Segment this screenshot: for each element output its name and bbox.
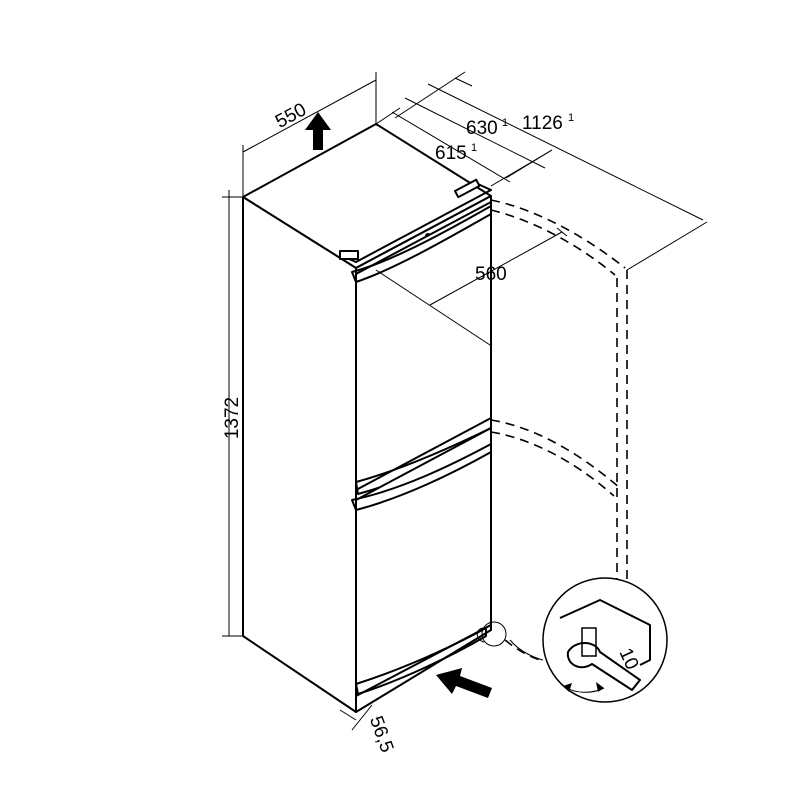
- hinge-left: [339, 250, 359, 260]
- door-swing-mid-arc-inner: [490, 431, 615, 497]
- dim-1126-label: 1126: [522, 113, 563, 134]
- dim-615-line: [391, 111, 511, 183]
- dim-offset-565: [339, 704, 373, 731]
- door-swing-bottom-arc: [504, 639, 541, 661]
- dim-1126-note: 1: [568, 112, 574, 124]
- detail-screw: [581, 627, 597, 657]
- foot-circle: [476, 627, 485, 643]
- push-arrow-icon: [436, 668, 492, 698]
- dim-depth-group: [375, 71, 708, 271]
- detail-foot-body: [559, 599, 651, 666]
- dim-630-line: [404, 97, 546, 169]
- dim-height-1372: [222, 190, 243, 637]
- hinge-right: [453, 178, 481, 199]
- fridge-side-face: [242, 196, 357, 713]
- upper-door-panel: [355, 201, 492, 491]
- door-swing-top-arc-inner: [490, 209, 616, 276]
- up-arrow-icon: [305, 112, 331, 150]
- lower-door-panel: [355, 427, 492, 697]
- dim-560-label: 560: [475, 264, 507, 285]
- door-swing-top-arc: [490, 199, 626, 269]
- dim-1126-line: [427, 83, 704, 221]
- dim-615-note: 1: [471, 142, 477, 154]
- door-swing-dashed: [490, 199, 628, 661]
- dim-630-label: 630: [466, 118, 498, 139]
- foot-detail: [509, 577, 668, 703]
- dim-615-label: 615: [435, 143, 467, 164]
- wrench-icon: [566, 642, 641, 691]
- upper-door-top-handle: [351, 205, 492, 283]
- door-swing-mid-arc: [490, 419, 621, 489]
- dim-door-560: [375, 227, 568, 346]
- dim-1372-label: 1372: [222, 397, 243, 439]
- detail-circle: [542, 577, 668, 703]
- dim-560-line: [429, 231, 563, 306]
- dim-550-label: 550: [272, 99, 310, 132]
- lower-door: [351, 427, 507, 697]
- dim-630-note: 1: [502, 117, 508, 129]
- lower-door-bottom-edge: [355, 627, 487, 695]
- dim-565-label: 56,5: [365, 713, 397, 755]
- foot-detail-marker: [481, 621, 507, 647]
- lower-door-top-handle: [351, 443, 492, 511]
